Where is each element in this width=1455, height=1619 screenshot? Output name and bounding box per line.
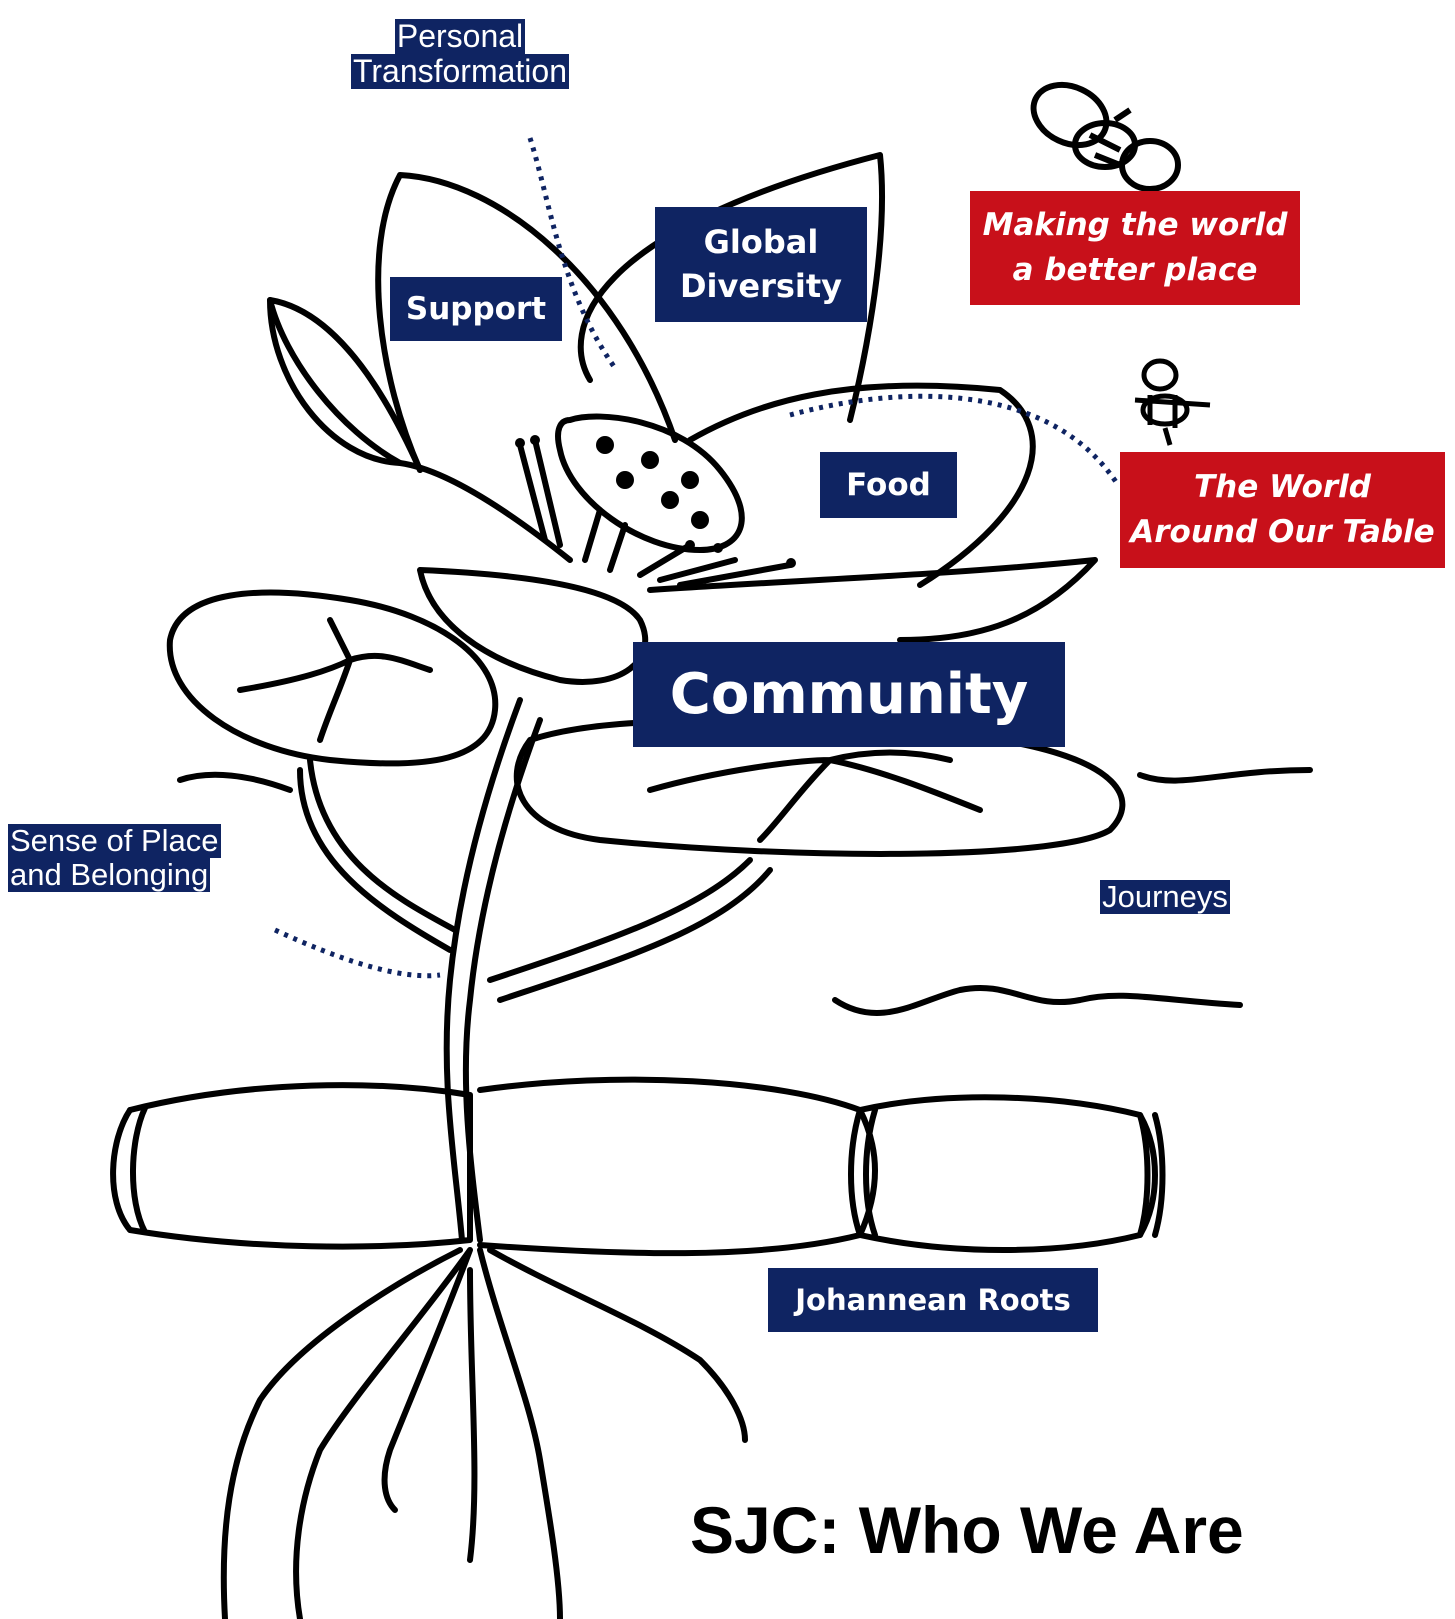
- seed-pod: [555, 413, 745, 553]
- label-world-table-line1: The World: [1194, 469, 1371, 506]
- stamens: [517, 437, 793, 588]
- label-sense-of-place-line2: and Belonging: [8, 857, 211, 893]
- page-title: SJC: Who We Are: [690, 1493, 1244, 1567]
- petal-front-right: [647, 557, 1098, 643]
- label-making-world-line2: a better place: [1012, 252, 1258, 288]
- stem-left-2: [297, 767, 453, 953]
- stem-main: [462, 717, 543, 1243]
- label-johannean-roots: Johannean Roots: [768, 1268, 1098, 1332]
- label-making-world-line1: Making the world: [982, 207, 1288, 244]
- water-line-1: [177, 771, 293, 793]
- roots: [220, 1247, 748, 1619]
- rhizome-right-cap: [1137, 1112, 1166, 1238]
- label-personal-transformation-line1: Personal: [394, 17, 526, 54]
- connector-personal-transformation: [527, 137, 618, 370]
- petal-left-top: [375, 172, 678, 473]
- water-line-3: [832, 984, 1243, 1016]
- rhizome-joint: [848, 1107, 878, 1238]
- label-support: Support: [390, 277, 562, 341]
- seed-pod-holes: [515, 435, 796, 568]
- stem-main-2: [443, 697, 523, 1243]
- petal-left-inner: [267, 297, 573, 563]
- petal-right: [687, 382, 1036, 588]
- connector-sense-of-place: [273, 927, 441, 979]
- label-global-diversity-line2: Diversity: [679, 266, 843, 305]
- label-sense-of-place-line1: Sense of Place: [8, 822, 221, 858]
- bee-large-icon: [1030, 81, 1181, 192]
- label-journeys: Journeys: [1090, 875, 1240, 919]
- petal-front-left: [417, 567, 649, 685]
- label-food: Food: [820, 452, 957, 518]
- lily-pad-right-veins: [647, 749, 983, 843]
- label-community: Community: [633, 642, 1065, 747]
- stem-right: [497, 867, 773, 1003]
- label-global-diversity-line1: Global: [703, 223, 819, 262]
- label-journeys-text: Journeys: [1100, 878, 1230, 915]
- lily-pad-left-veins: [237, 617, 433, 743]
- lily-pad-left: [166, 589, 499, 767]
- label-personal-transformation-line2: Transformation: [351, 53, 569, 90]
- stem-left: [307, 757, 458, 933]
- rhizome-mid-segment: [477, 1076, 878, 1257]
- connector-world-table: [789, 393, 1121, 487]
- label-making-world-better: Making the world a better place: [970, 191, 1300, 305]
- rhizome-left-cap: [110, 1105, 148, 1235]
- stem-right-2: [487, 857, 753, 983]
- label-world-table-line2: Around Our Table: [1130, 514, 1435, 550]
- water-line-2: [1137, 767, 1313, 784]
- petal-center-right: [577, 152, 885, 423]
- rhizome-right-segment: [857, 1094, 1158, 1253]
- bee-small-icon: [1134, 358, 1211, 446]
- rhizome-left-segment: [127, 1082, 473, 1250]
